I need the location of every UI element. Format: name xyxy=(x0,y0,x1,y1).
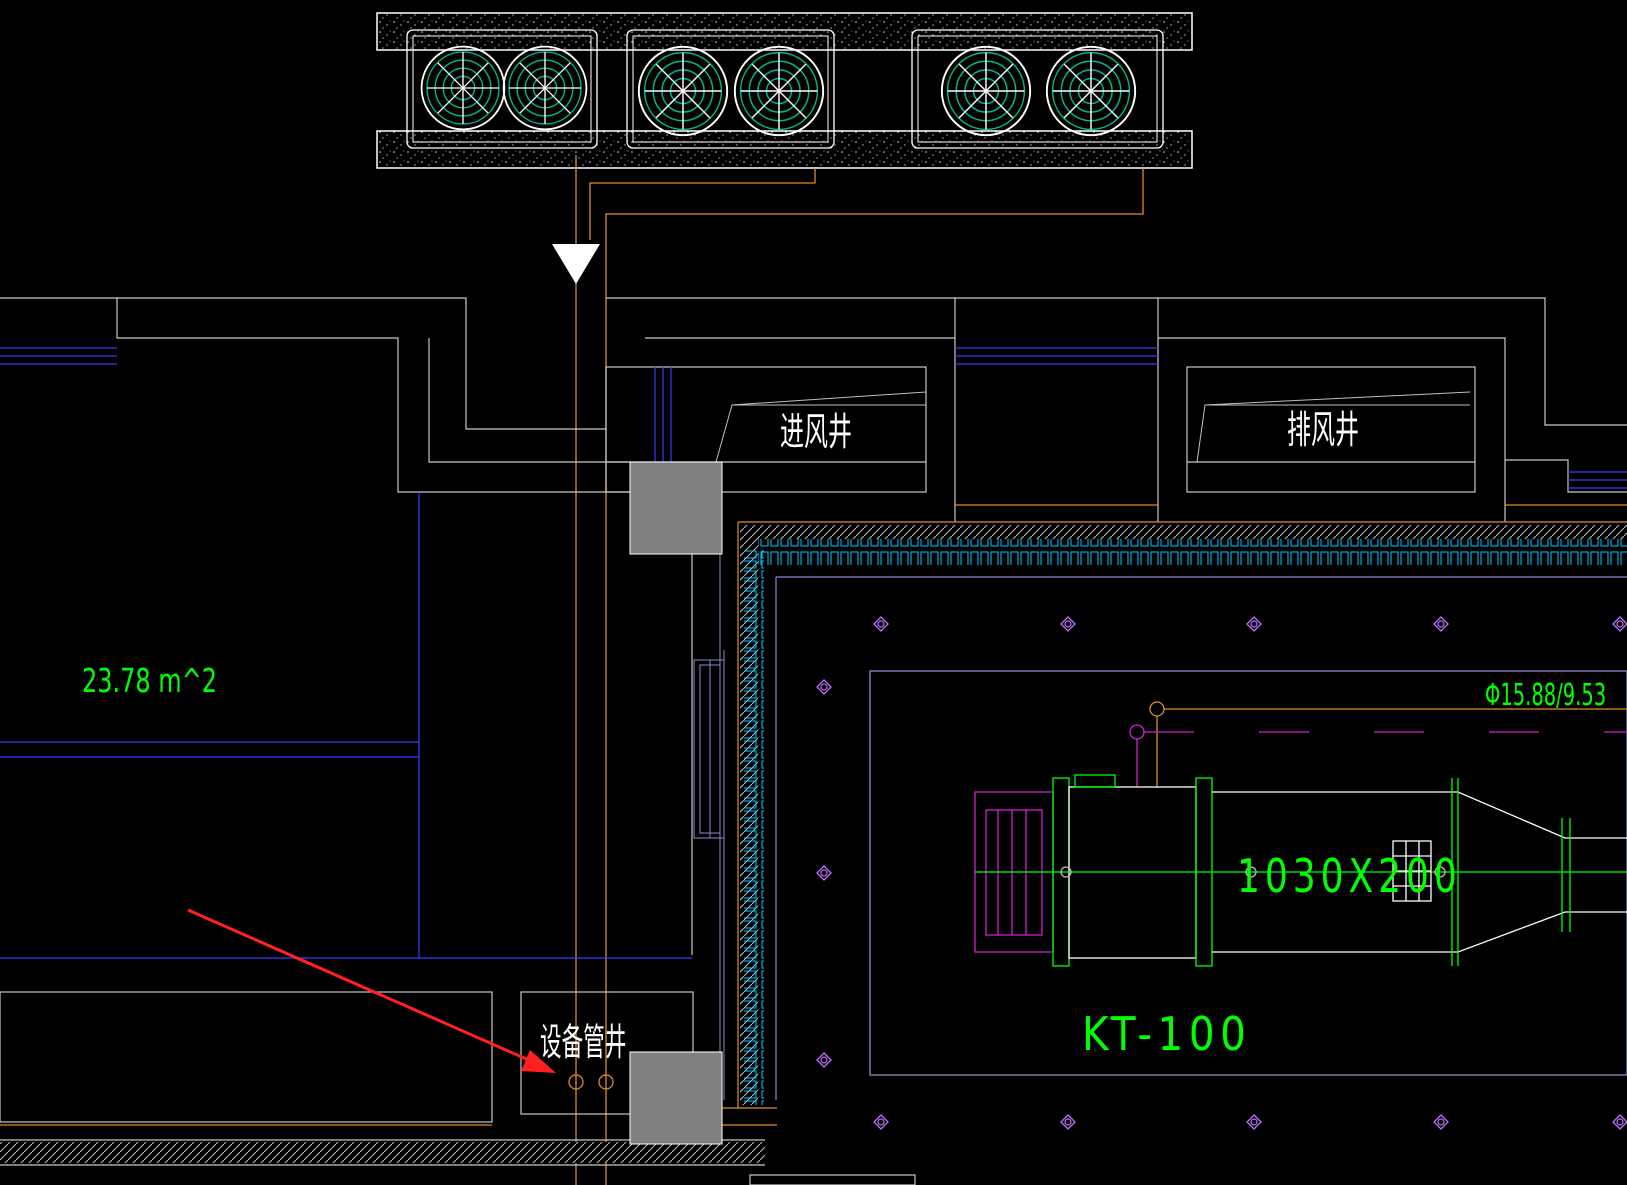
pipe-marker xyxy=(568,1074,584,1090)
shaft-column-top xyxy=(629,461,723,555)
fan-icon xyxy=(637,45,729,137)
exhaust-shaft-label: 排风井 xyxy=(1287,407,1359,453)
diffuser-icon xyxy=(1060,616,1076,632)
fan-icon xyxy=(420,45,506,131)
outdoor-unit-rack xyxy=(376,12,1193,169)
ahu-body xyxy=(974,774,1627,967)
diffuser-icon xyxy=(816,1052,832,1068)
pipe-marker xyxy=(598,1074,614,1090)
refrigerant-pipes xyxy=(575,155,1144,1185)
equipment-room-wall xyxy=(0,525,1627,1163)
fan-icon xyxy=(940,45,1032,137)
indoor-unit-enclosure xyxy=(869,670,1627,1076)
building-walls xyxy=(0,297,1627,1185)
diffuser-icon xyxy=(816,865,832,881)
diffuser-icon xyxy=(1612,1114,1627,1130)
triangle-down-icon xyxy=(552,244,600,284)
unit-tag-label: KT-100 xyxy=(1082,1009,1251,1062)
diffuser-icon xyxy=(873,1114,889,1130)
pipe-spec-label: Φ15.88/9.53 xyxy=(1485,678,1606,712)
diffuser-icon xyxy=(1433,1114,1449,1130)
diffuser-icon xyxy=(1246,1114,1262,1130)
intake-shaft-label: 进风井 xyxy=(780,409,852,455)
diffuser-icon xyxy=(816,679,832,695)
arrow-icon xyxy=(187,908,556,1073)
diffuser-icon xyxy=(873,616,889,632)
fan-icon xyxy=(502,45,588,131)
diffuser-icon xyxy=(1246,616,1262,632)
diffuser-icon xyxy=(1433,616,1449,632)
duct-size-label: 1030X200 xyxy=(1237,850,1462,904)
area-label: 23.78 m^2 xyxy=(82,661,217,700)
diffuser-icon xyxy=(1612,616,1627,632)
fan-icon xyxy=(1045,45,1137,137)
fan-icon xyxy=(733,45,825,137)
shaft-inner-shapes xyxy=(715,391,1471,463)
door-frame xyxy=(693,659,725,839)
equipment-shaft-label: 设备管井 xyxy=(540,1022,626,1065)
indoor-pipes xyxy=(1129,701,1627,787)
blue-lines xyxy=(0,347,1627,959)
orange-lines xyxy=(0,504,1627,1126)
diffuser-icon xyxy=(1060,1114,1076,1130)
shaft-column-bottom xyxy=(629,1051,723,1145)
